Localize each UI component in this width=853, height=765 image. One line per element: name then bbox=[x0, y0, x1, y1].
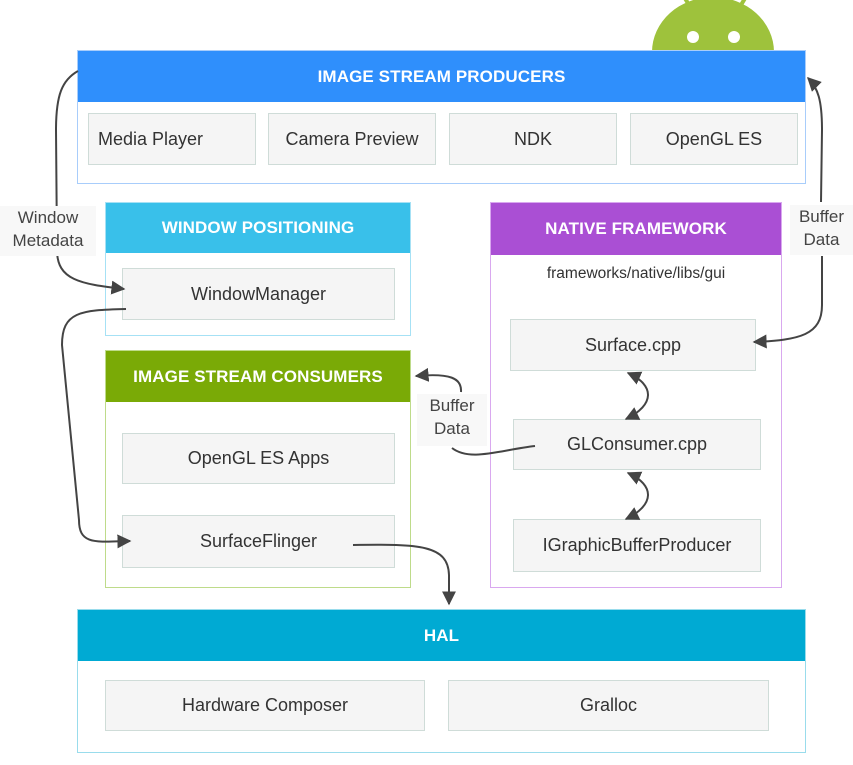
window-positioning-group: WINDOW POSITIONING WindowManager bbox=[105, 202, 411, 336]
consumers-group: IMAGE STREAM CONSUMERS OpenGL ES Apps Su… bbox=[105, 350, 411, 588]
node-window-manager[interactable]: WindowManager bbox=[122, 268, 395, 320]
native-framework-group: NATIVE FRAMEWORK frameworks/native/libs/… bbox=[490, 202, 782, 588]
node-surface-cpp[interactable]: Surface.cpp bbox=[510, 319, 756, 371]
node-gralloc[interactable]: Gralloc bbox=[448, 680, 769, 731]
hal-header: HAL bbox=[78, 610, 805, 661]
node-camera-preview[interactable]: Camera Preview bbox=[268, 113, 436, 165]
node-surfaceflinger[interactable]: SurfaceFlinger bbox=[122, 515, 395, 568]
native-framework-title: NATIVE FRAMEWORK bbox=[545, 219, 727, 238]
android-robot-icon bbox=[652, 0, 774, 52]
node-igraphicbufferproducer[interactable]: IGraphicBufferProducer bbox=[513, 519, 761, 572]
native-framework-header: NATIVE FRAMEWORK bbox=[491, 203, 781, 255]
producers-title: IMAGE STREAM PRODUCERS bbox=[317, 66, 566, 86]
hal-title: HAL bbox=[423, 625, 460, 645]
label-buffer-data-right: Buffer Data bbox=[790, 205, 853, 255]
native-framework-path: frameworks/native/libs/gui bbox=[546, 265, 726, 282]
arrow-buffer-data-right bbox=[807, 77, 824, 203]
producers-group: IMAGE STREAM PRODUCERS Media Player Came… bbox=[77, 50, 806, 184]
node-opengl-es[interactable]: OpenGL ES bbox=[630, 113, 798, 165]
node-glconsumer-cpp[interactable]: GLConsumer.cpp bbox=[513, 419, 761, 470]
label-window-metadata: Window Metadata bbox=[0, 206, 96, 256]
node-media-player[interactable]: Media Player bbox=[88, 113, 256, 165]
window-positioning-title: WINDOW POSITIONING bbox=[161, 218, 355, 237]
consumers-header: IMAGE STREAM CONSUMERS bbox=[106, 351, 410, 402]
node-ndk[interactable]: NDK bbox=[449, 113, 617, 165]
consumers-title: IMAGE STREAM CONSUMERS bbox=[133, 366, 383, 386]
node-hardware-composer[interactable]: Hardware Composer bbox=[105, 680, 425, 731]
node-opengl-es-apps[interactable]: OpenGL ES Apps bbox=[122, 433, 395, 484]
label-buffer-data-middle: Buffer Data bbox=[417, 394, 487, 446]
window-positioning-header: WINDOW POSITIONING bbox=[106, 203, 410, 253]
producers-header: IMAGE STREAM PRODUCERS bbox=[78, 51, 805, 102]
hal-group: HAL Hardware Composer Gralloc bbox=[77, 609, 806, 753]
